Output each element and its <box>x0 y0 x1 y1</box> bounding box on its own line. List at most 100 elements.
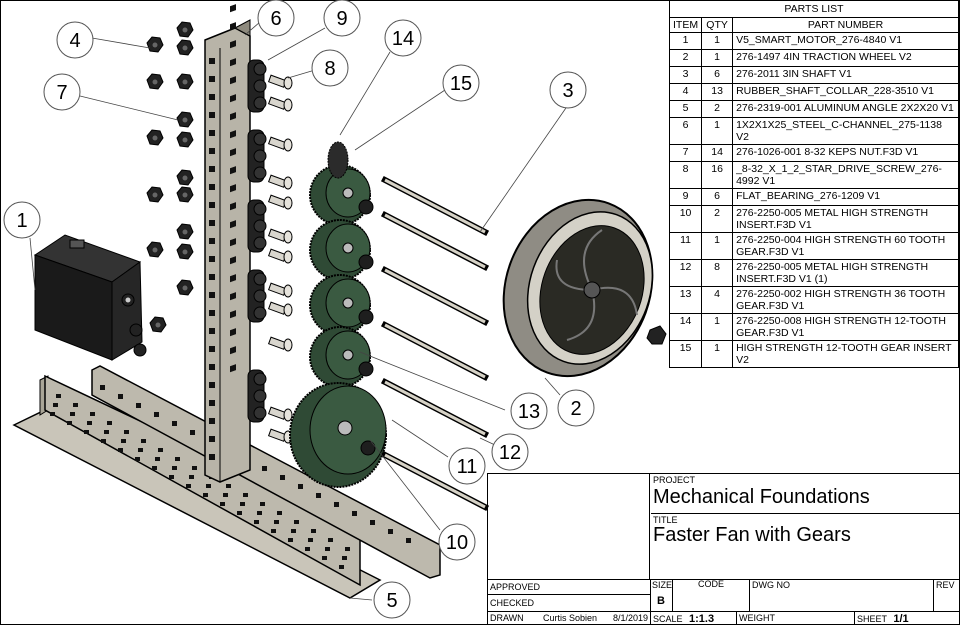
aluminum-angle-back[interactable] <box>91 365 441 579</box>
nut-hole <box>182 229 188 235</box>
nut-hole <box>182 249 188 255</box>
shafts[interactable] <box>380 175 490 512</box>
angle-hole <box>388 529 393 534</box>
angle-hole <box>271 529 276 533</box>
balloon-9 <box>323 0 361 37</box>
traction-wheel[interactable] <box>480 179 677 397</box>
channel-hole <box>209 274 215 280</box>
bearing-hole <box>253 79 267 93</box>
channel-hole <box>209 58 215 64</box>
channel-hole <box>230 310 236 319</box>
drawn-label: DRAWN <box>490 613 524 623</box>
angle-hole <box>56 394 61 398</box>
screw-shank <box>267 406 287 420</box>
flat-bearings[interactable] <box>247 59 267 423</box>
balloon-label-7: 7 <box>56 82 67 104</box>
angle-hole <box>192 466 197 470</box>
angle-hole <box>141 439 146 443</box>
angle-hole <box>206 484 211 488</box>
bearing-hole <box>253 389 267 403</box>
quantity: 1 <box>701 232 734 260</box>
item-number: 14 <box>668 313 703 341</box>
gears[interactable] <box>289 141 387 488</box>
quantity: 6 <box>701 66 734 84</box>
channel-hole <box>209 382 215 388</box>
bearing-hole <box>253 306 267 320</box>
c-channel[interactable] <box>204 19 251 483</box>
item-number: 8 <box>668 161 703 189</box>
angle-hole <box>124 430 129 434</box>
angle-hole <box>190 430 195 435</box>
channel-hole <box>230 112 236 121</box>
balloon-6 <box>257 0 295 37</box>
angle-hole <box>186 484 191 488</box>
part-number: 276-2011 3IN SHAFT V1 <box>732 66 959 84</box>
shaft <box>384 323 486 379</box>
item-number: 1 <box>668 32 703 50</box>
channel-hole <box>209 76 215 82</box>
angle-hole <box>277 511 282 515</box>
bearing-hole <box>253 236 267 250</box>
angle-hole <box>67 421 72 425</box>
weight-label: WEIGHT <box>739 613 775 623</box>
angle-hole <box>118 394 123 399</box>
size-cell: SIZE B <box>651 579 673 612</box>
channel-hole <box>209 202 215 208</box>
balloon-label-8: 8 <box>324 58 335 80</box>
nut-hole <box>182 175 188 181</box>
nut-hole <box>152 135 158 141</box>
screw-head <box>283 196 293 210</box>
nuts-collars[interactable] <box>146 21 194 333</box>
angle-hole <box>135 457 140 461</box>
bearing-hole <box>253 272 267 286</box>
project-name: Mechanical Foundations <box>653 486 870 508</box>
channel-hole <box>230 76 236 85</box>
screw-shank <box>267 301 287 315</box>
angle-hole <box>325 547 330 551</box>
channel-hole <box>230 4 236 13</box>
shaft <box>384 268 486 324</box>
approved-label: APPROVED <box>490 582 541 592</box>
leader-lines <box>29 21 569 601</box>
angle-hole <box>406 538 411 543</box>
angle-hole <box>226 484 231 488</box>
gear-hub <box>342 349 354 361</box>
angle-hole <box>172 421 177 426</box>
angle-hole <box>101 439 106 443</box>
angle-hole <box>104 430 109 434</box>
quantity: 2 <box>701 100 734 118</box>
screw-shank <box>267 282 287 296</box>
aluminum-angle-front[interactable] <box>12 374 382 599</box>
balloon-label-11: 11 <box>457 456 478 478</box>
screw-head <box>283 138 293 152</box>
channel-hole <box>230 220 236 229</box>
gear-hub <box>342 187 354 199</box>
angle-hole <box>53 403 58 407</box>
bearing-hole <box>253 202 267 216</box>
angle-hole <box>189 475 194 479</box>
angle-hole <box>334 502 339 507</box>
channel-hole <box>230 58 236 67</box>
item-number: 12 <box>668 259 703 287</box>
screws[interactable] <box>267 74 293 444</box>
nut-hole <box>182 45 188 51</box>
smart-motor[interactable] <box>33 234 147 361</box>
metal-insert <box>358 361 374 377</box>
channel-hole <box>230 238 236 247</box>
balloon-3 <box>549 71 587 109</box>
angle-hole <box>84 430 89 434</box>
approved-cell: APPROVED <box>488 579 650 595</box>
angle-hole <box>370 520 375 525</box>
angle-hole <box>136 403 141 408</box>
balloon-label-5: 5 <box>386 590 397 612</box>
channel-hole <box>230 346 236 355</box>
dwg-no-label: DWG NO <box>752 580 790 590</box>
header-qty: QTY <box>701 17 734 33</box>
